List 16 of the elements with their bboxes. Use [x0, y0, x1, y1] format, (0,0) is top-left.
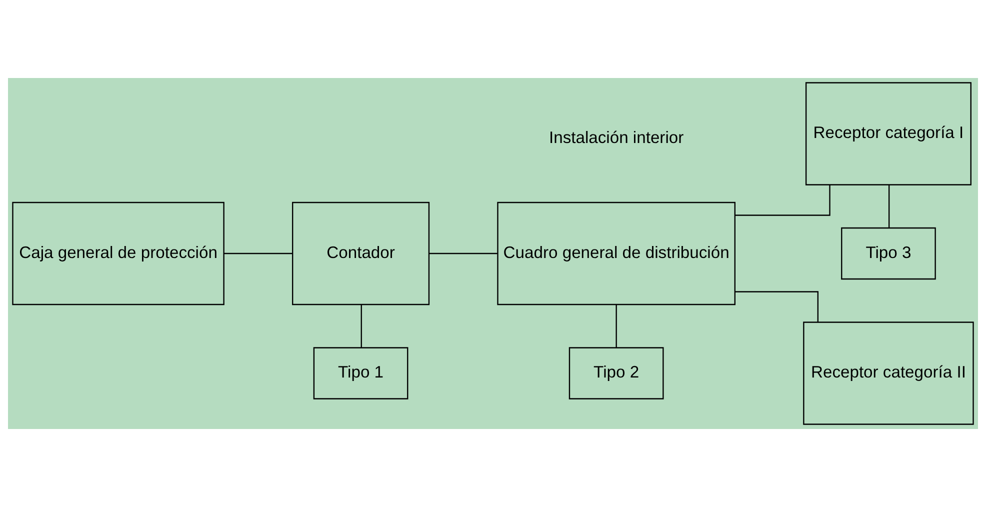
node-box: Tipo 3 — [841, 226, 936, 280]
node-box: Receptor categoría I — [805, 82, 972, 185]
node-box: Receptor categoría II — [803, 321, 974, 424]
connector — [429, 252, 498, 254]
connector — [734, 184, 830, 216]
label: Instalación interior — [548, 127, 684, 146]
connector — [224, 252, 292, 254]
node-box: Tipo 1 — [313, 346, 408, 399]
connector — [360, 304, 362, 348]
connector — [616, 304, 617, 348]
node-box: Contador — [292, 201, 430, 305]
node-box: Cuadro general de distribución — [497, 201, 736, 305]
connector — [888, 184, 890, 228]
node-box: Caja general de protección — [12, 201, 224, 305]
connector — [735, 290, 818, 322]
node-box: Tipo 2 — [568, 346, 664, 399]
